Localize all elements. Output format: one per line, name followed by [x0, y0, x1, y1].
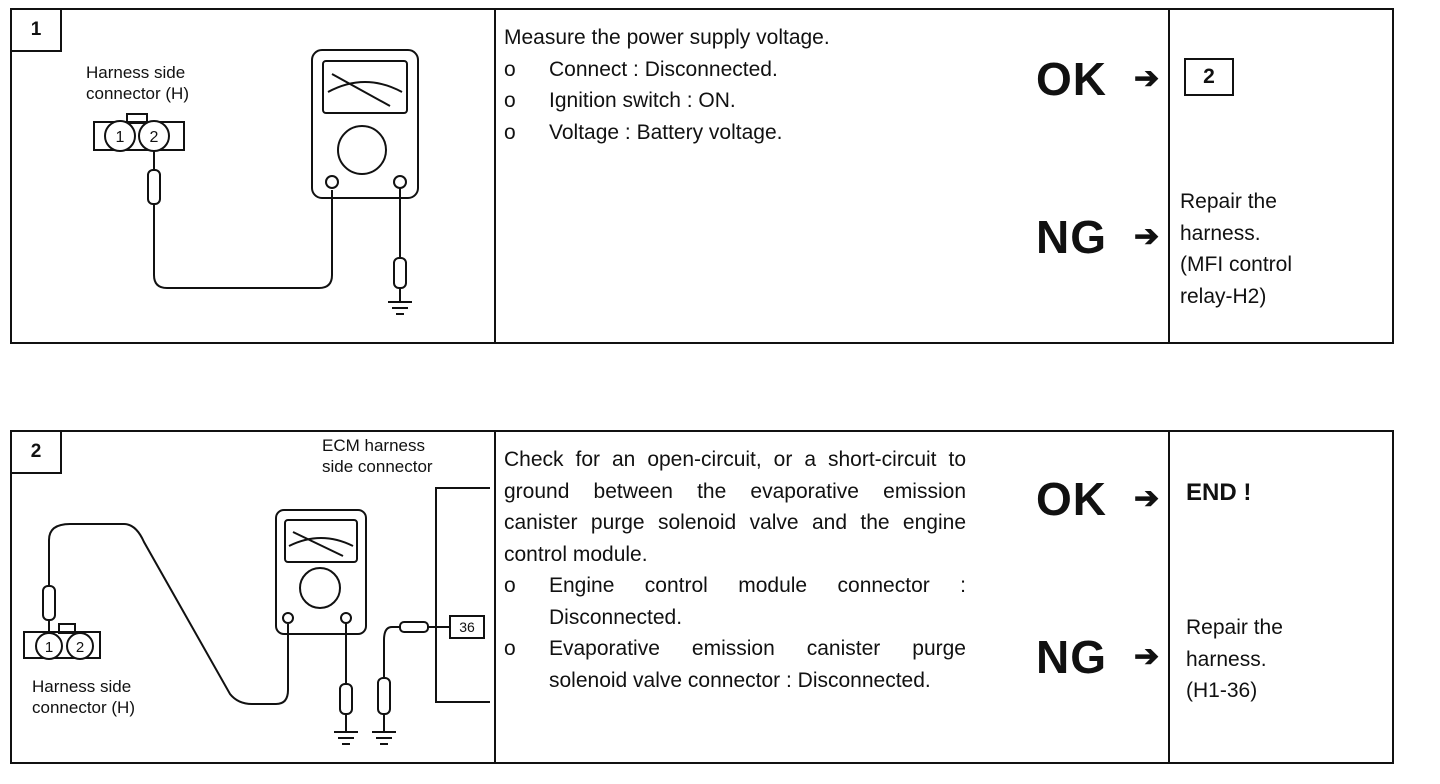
end-label: END !	[1186, 479, 1252, 506]
multimeter	[311, 49, 419, 199]
ground-probe	[334, 623, 358, 745]
instruction-heading: Check for an open-circuit, or a short-ci…	[504, 448, 966, 566]
ng-arrow-icon: ➔	[1134, 640, 1160, 673]
connector-label: Harness side connector (H)	[32, 677, 135, 717]
ok-label: OK	[1036, 473, 1107, 525]
next-step-box: 2	[1184, 58, 1234, 96]
ok-arrow-icon: ➔	[1134, 482, 1160, 515]
step-1-block: 1 Harness side connector (H) 1 2	[10, 8, 1394, 344]
harness-connector	[93, 113, 185, 152]
step-2-instructions: Check for an open-circuit, or a short-ci…	[494, 432, 1170, 762]
pin-2-label: 2	[76, 639, 84, 656]
instruction-heading: Measure the power supply voltage.	[504, 26, 830, 49]
ok-label: OK	[1036, 53, 1107, 105]
ng-label: NG	[1036, 211, 1107, 263]
ng-repair-text: Repair the harness. (MFI control relay-H…	[1180, 190, 1293, 308]
step-2-block: 2 ECM harness side connector Harness sid…	[10, 430, 1394, 764]
harness-connector	[23, 623, 101, 660]
step-number-box: 2	[12, 432, 62, 474]
test-probe-lead	[147, 151, 333, 289]
pin-1-label: 1	[45, 639, 53, 656]
step-2-results: END ! Repair the harness. (H1-36)	[1168, 432, 1392, 762]
ecm-probe	[372, 621, 438, 745]
pin-2-label: 2	[150, 129, 159, 146]
continuity-diagram: 1 2	[23, 487, 490, 745]
ng-label: NG	[1036, 631, 1107, 683]
connector-pin-2	[66, 632, 94, 660]
multimeter	[275, 509, 367, 635]
pin-1-label: 1	[116, 129, 125, 146]
step-1-results: 2 Repair the harness. (MFI control relay…	[1168, 10, 1392, 342]
ecm-connector-label: ECM harness side connector	[322, 436, 433, 476]
connector-label: Harness side connector (H)	[86, 63, 189, 103]
step-2-figure-cell: 2 ECM harness side connector Harness sid…	[12, 432, 496, 762]
connector-pin-1	[104, 120, 136, 152]
step-number-box: 1	[12, 10, 62, 52]
ground-probe	[388, 188, 412, 315]
step-1-figure-cell: 1 Harness side connector (H) 1 2	[12, 10, 496, 342]
test-probe-lead	[42, 523, 289, 705]
ecm-pin-label: 36	[459, 619, 475, 635]
voltmeter-diagram: 1 2	[93, 49, 419, 315]
ecm-connector	[435, 487, 490, 703]
ng-repair-text: Repair the harness. (H1-36)	[1186, 616, 1283, 702]
ok-arrow-icon: ➔	[1134, 62, 1160, 95]
ng-arrow-icon: ➔	[1134, 220, 1160, 253]
